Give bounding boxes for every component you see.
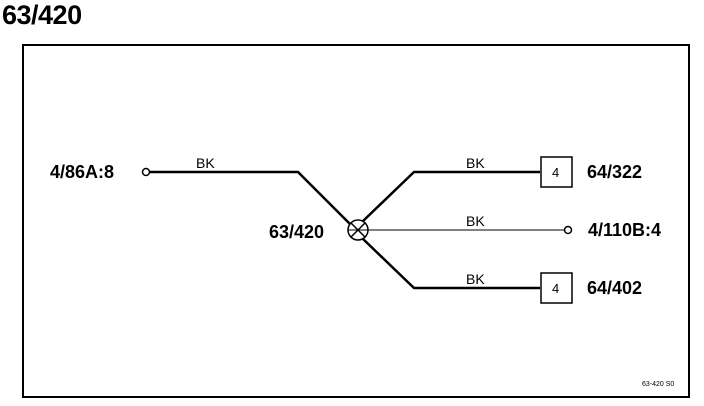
connector-top-label: 64/322 bbox=[587, 162, 642, 182]
terminal-left-label: 4/86A:8 bbox=[50, 162, 114, 182]
connector-bottom bbox=[540, 272, 573, 304]
splice-label: 63/420 bbox=[269, 222, 324, 242]
page-title: 63/420 bbox=[2, 0, 82, 30]
connector-bottom-label: 64/402 bbox=[587, 278, 642, 298]
wire-bottom-color: BK bbox=[466, 271, 485, 287]
diagram-reference: 63-420 S0 bbox=[642, 381, 674, 388]
wire-top bbox=[361, 170, 540, 223]
connector-bottom-number: 4 bbox=[552, 281, 559, 296]
terminal-middle-label: 4/110B:4 bbox=[588, 220, 661, 240]
terminal-middle bbox=[563, 225, 573, 235]
wire-left bbox=[150, 170, 353, 227]
diagram-frame bbox=[22, 44, 690, 398]
wire-left-color: BK bbox=[196, 155, 215, 171]
wire-middle-color: BK bbox=[466, 213, 485, 229]
wire-top-color: BK bbox=[466, 155, 485, 171]
terminal-left bbox=[141, 167, 151, 177]
connector-top bbox=[540, 156, 573, 188]
connector-top-number: 4 bbox=[552, 165, 559, 180]
wire-bottom bbox=[361, 237, 540, 290]
splice-icon bbox=[347, 219, 369, 241]
